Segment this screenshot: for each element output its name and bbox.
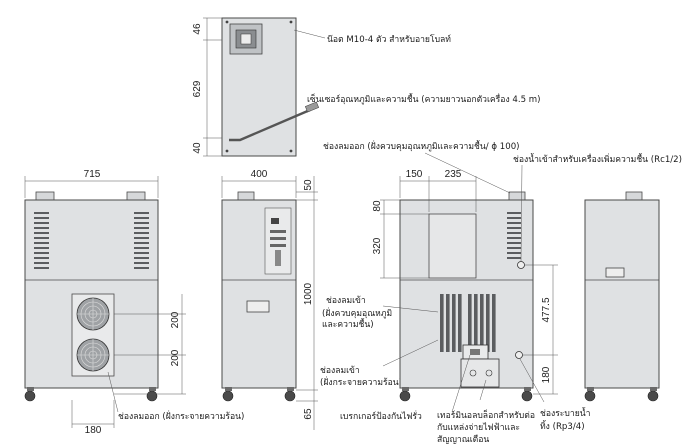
dim-top-46: 46 — [192, 23, 203, 35]
dim-side-1000: 1000 — [303, 282, 314, 305]
dim-front-715: 715 — [84, 169, 101, 180]
rear-caster-left — [399, 390, 411, 402]
side-view: 400 50 1000 65 ช่องลมเข้า (ฝั่งควบคุมอุณ… — [221, 169, 422, 430]
front-fan-lower — [76, 338, 110, 372]
dim-top-40: 40 — [192, 142, 203, 154]
dim-rear-320: 320 — [372, 237, 383, 254]
dim-rear-180: 180 — [541, 366, 552, 383]
eyebolt-nut-3 — [225, 149, 229, 153]
label-terminal-3: สัญญาณเตือน — [437, 434, 489, 445]
side-handle — [246, 300, 270, 313]
opposite-side-handle — [605, 267, 625, 278]
eyebolt-nut-2 — [289, 20, 293, 24]
front-caster-right — [146, 390, 158, 402]
side-caster-right — [284, 390, 296, 402]
label-air-inlet-heat-2: (ฝั่งกระจายความร้อน) — [320, 376, 402, 388]
label-air-inlet-control-1: ช่องลมเข้า — [326, 295, 366, 306]
label-drain-2: ทิ้ง (Rp3/4) — [540, 419, 585, 432]
dim-front-200-upper: 200 — [170, 311, 181, 328]
label-air-outlet-heat: ช่องลมออก (ฝั่งกระจายความร้อน) — [118, 410, 244, 422]
label-breaker: เบรกเกอร์ป้องกันไฟรั่ว — [340, 410, 422, 422]
sensor-cable — [229, 108, 311, 142]
opposite-side-body — [584, 199, 660, 389]
dim-side-50: 50 — [303, 179, 314, 191]
front-upper-vent-right — [134, 212, 149, 269]
dim-side-400: 400 — [251, 169, 268, 180]
opposite-side-view — [584, 191, 660, 402]
label-drain-1: ช่องระบายน้ำ — [540, 406, 590, 419]
rear-water-inlet — [517, 261, 525, 269]
front-upper-vent-left — [34, 212, 49, 269]
side-caster-left — [222, 390, 234, 402]
label-terminal-2: กับแหล่งจ่ายไฟฟ้าและ — [437, 422, 520, 433]
rear-terminal-block — [460, 358, 500, 388]
eyebolt-nut-1 — [225, 20, 229, 24]
opposite-caster-left — [584, 390, 596, 402]
rear-air-inlet-panel — [428, 213, 477, 279]
top-view: 46 629 40 น๊อต M10-4 ตัว สำหรับอายโบลท์ … — [192, 17, 541, 157]
front-fan-upper — [76, 297, 110, 331]
rear-drain — [515, 351, 523, 359]
label-air-inlet-control-3: และความชื้น) — [322, 317, 374, 330]
label-sensor: เซ็นเซอร์อุณหภูมิและความชื้น (ความยาวนอก… — [307, 92, 541, 105]
rear-upper-vent — [507, 212, 521, 259]
dim-rear-477-5: 477.5 — [541, 297, 552, 322]
label-air-inlet-control-2: (ฝั่งควบคุมอุณหภูมิ — [322, 307, 392, 319]
label-eyebolt: น๊อต M10-4 ตัว สำหรับอายโบลท์ — [327, 34, 451, 45]
dim-front-180: 180 — [85, 425, 102, 436]
eyebolt-nut-4 — [289, 149, 293, 153]
rear-view: 150 235 80 320 477.5 180 ช่องลมออก (ฝั่ง… — [323, 139, 682, 445]
dim-side-65: 65 — [303, 408, 314, 420]
label-air-inlet-heat-1: ช่องลมเข้า — [320, 365, 360, 376]
dim-front-200-lower: 200 — [170, 349, 181, 366]
rear-caster-right — [521, 390, 533, 402]
dim-rear-235: 235 — [445, 169, 462, 180]
sensor-head — [304, 101, 320, 113]
front-caster-left — [24, 390, 36, 402]
dim-rear-150: 150 — [406, 169, 423, 180]
front-view: 715 200 200 180 ช่องลมออก (ฝั่งกระจายควา… — [24, 169, 244, 436]
opposite-caster-right — [647, 390, 659, 402]
label-terminal-1: เทอร์มินอลบล็อกสำหรับต่อ — [437, 409, 535, 421]
dim-rear-80: 80 — [372, 200, 383, 212]
label-air-outlet-duct: ช่องลมออก (ฝั่งควบคุมอุณหภูมิและความชื้น… — [323, 139, 520, 152]
label-water-inlet: ช่องน้ำเข้าสำหรับเครื่องเพิ่มความชื้น (R… — [513, 152, 682, 165]
rear-lower-vent — [440, 294, 496, 352]
dim-top-629: 629 — [192, 80, 203, 97]
side-panel-display — [271, 218, 279, 224]
